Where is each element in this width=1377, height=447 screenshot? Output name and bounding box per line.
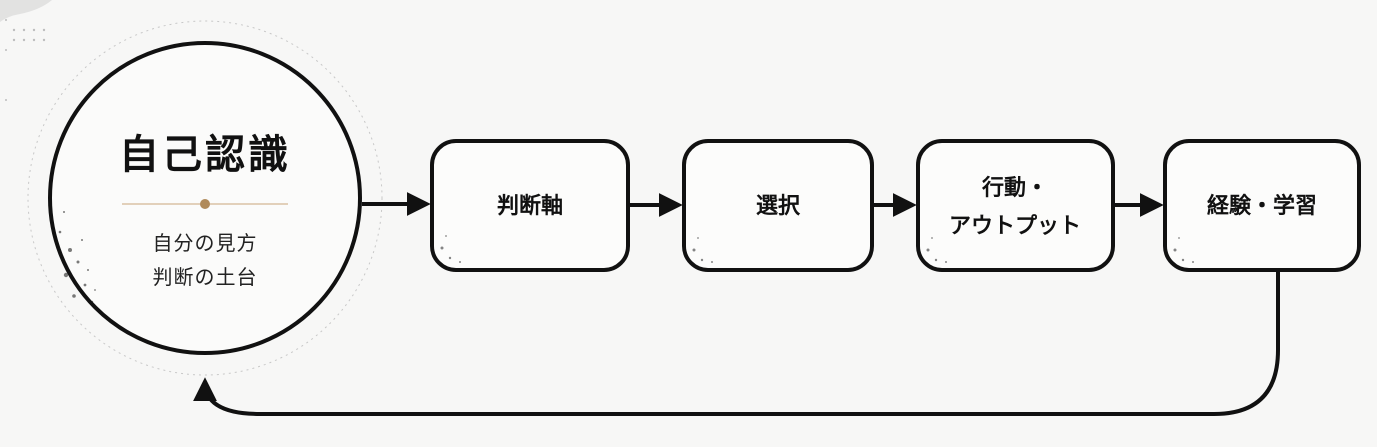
center-node: 自己認識 自分の見方 判断の土台 — [27, 20, 383, 376]
step-4-ink-texture — [1173, 237, 1194, 263]
center-node-ink-texture — [58, 211, 102, 314]
step-4-label: 経験・学習 — [1207, 193, 1317, 219]
step-2: 選択 — [682, 139, 874, 272]
step-3-box — [916, 139, 1115, 272]
step-3-label-line-2: アウトプット — [949, 214, 1081, 239]
center-node-subtitle-line-2: 判断の土台 — [153, 265, 258, 289]
decorative-corner-smudge — [0, 0, 52, 22]
step-2-ink-texture — [692, 237, 713, 263]
center-node-title: 自己認識 — [119, 131, 291, 178]
arrow-loop-back-to-center — [193, 270, 1280, 416]
step-1: 判断軸 — [430, 139, 630, 272]
center-node-accent-dot — [200, 199, 210, 209]
step-4: 経験・学習 — [1163, 139, 1361, 272]
center-node-circle — [48, 41, 362, 355]
step-1-ink-texture — [440, 235, 461, 263]
step-3: 行動・ アウトプット — [916, 139, 1115, 272]
step-2-box — [682, 139, 874, 272]
step-3-ink-texture — [926, 237, 947, 263]
decorative-dot-grid — [5, 19, 46, 101]
center-node-outer-ring — [27, 20, 383, 376]
step-1-label: 判断軸 — [497, 193, 563, 219]
step-2-label: 選択 — [756, 194, 801, 219]
step-3-label-line-1: 行動・ — [981, 175, 1048, 201]
step-1-box — [430, 139, 630, 272]
center-node-subtitle-line-1: 自分の見方 — [153, 231, 258, 255]
step-4-box — [1163, 139, 1361, 272]
